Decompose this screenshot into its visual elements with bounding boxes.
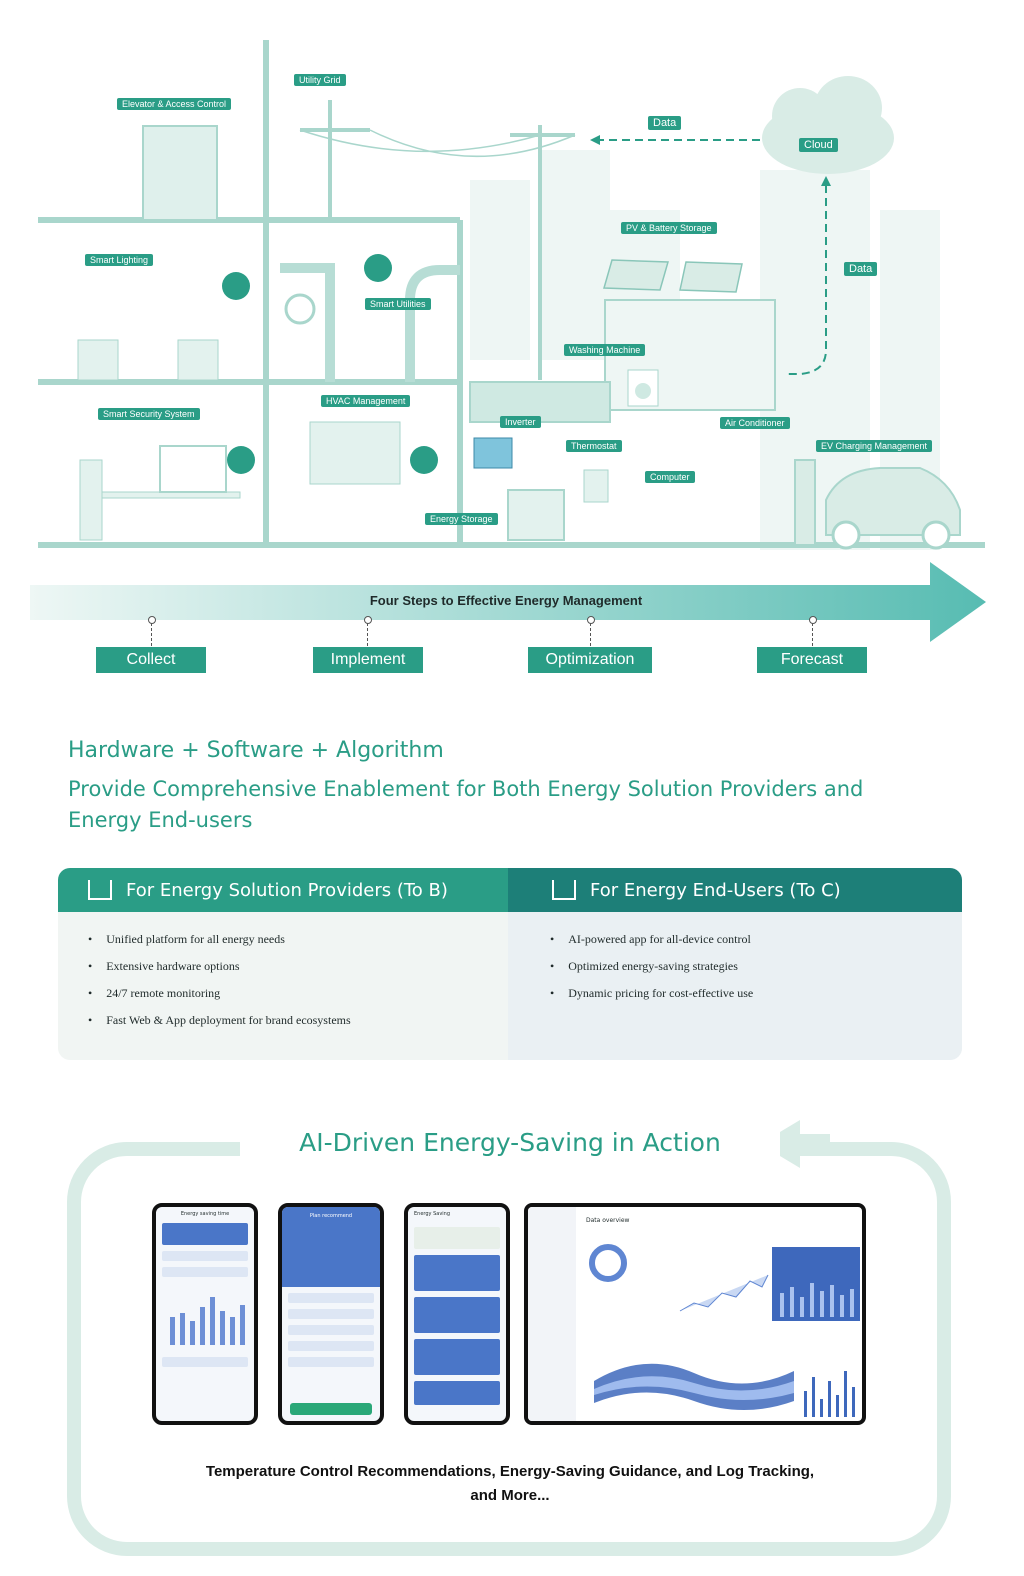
phone-screen-energy-saving: Energy Saving (404, 1203, 510, 1425)
list-item: Optimized energy-saving strategies (550, 959, 753, 986)
utility-grid-label: Utility Grid (294, 74, 346, 86)
list-item: Unified platform for all energy needs (88, 932, 351, 959)
washing-machine-label: Washing Machine (564, 344, 646, 356)
list-item: AI-powered app for all-device control (550, 932, 753, 959)
audience-panel: For Energy Solution Providers (To B) For… (58, 868, 962, 1060)
data-label-top: Data (648, 116, 682, 130)
screen-title: Energy saving time (180, 1211, 230, 1217)
smart-utilities-label: Smart Utilities (365, 298, 431, 310)
list-item: 24/7 remote monitoring (88, 986, 351, 1013)
loop-arrow-icon (760, 1120, 830, 1168)
hvac-label: HVAC Management (321, 395, 411, 407)
list-item: Fast Web & App deployment for brand ecos… (88, 1013, 350, 1040)
elevator-label: Elevator & Access Control (117, 98, 232, 110)
phone-screen-energy-time: Energy saving time (152, 1203, 258, 1425)
screen-title: Data overview (586, 1217, 630, 1224)
smart-security-label: Smart Security System (98, 408, 200, 420)
headline-line1: Hardware + Software + Algorithm (68, 738, 444, 763)
end-users-list: AI-powered app for all-device control Op… (550, 932, 753, 1013)
energy-storage-label: Energy Storage (425, 513, 498, 525)
step-connector (364, 616, 372, 646)
smart-building-illustration: Utility Grid Elevator & Access Control D… (0, 0, 1024, 560)
list-item: Dynamic pricing for cost-effective use (550, 986, 753, 1013)
providers-header: For Energy Solution Providers (To B) (58, 868, 508, 912)
apply-button (290, 1403, 372, 1415)
step-connector (587, 616, 595, 646)
providers-title: For Energy Solution Providers (To B) (126, 879, 448, 901)
check-box-icon (552, 880, 576, 900)
smart-lighting-label: Smart Lighting (85, 254, 154, 266)
step-optimization: Optimization (528, 647, 652, 673)
computer-label: Computer (645, 471, 695, 483)
dashboard-charts-graphic (589, 1244, 860, 1417)
bar-chart-graphic (170, 1297, 245, 1345)
end-users-header: For Energy End-Users (To C) (508, 868, 962, 912)
four-steps-arrow (30, 562, 986, 642)
ai-section-title: AI-Driven Energy-Saving in Action (240, 1125, 780, 1161)
cloud-label: Cloud (799, 138, 838, 152)
thermostat-label: Thermostat (566, 440, 622, 452)
four-steps-title: Four Steps to Effective Energy Managemen… (369, 593, 643, 608)
step-connector (809, 616, 817, 646)
data-label-right: Data (844, 262, 878, 276)
step-forecast: Forecast (757, 647, 867, 673)
air-conditioner-label: Air Conditioner (720, 417, 790, 429)
inverter-label: Inverter (500, 416, 541, 428)
providers-list: Unified platform for all energy needs Ex… (88, 932, 351, 1040)
pv-battery-label: PV & Battery Storage (621, 222, 717, 234)
end-users-title: For Energy End-Users (To C) (590, 879, 841, 901)
list-item: Extensive hardware options (88, 959, 351, 986)
screen-title: Plan recommend (309, 1213, 353, 1219)
ev-charging-label: EV Charging Management (816, 440, 933, 452)
step-connector (148, 616, 156, 646)
ai-section-caption: Temperature Control Recommendations, Ene… (205, 1463, 815, 1504)
desktop-dashboard-screen: Data overview (524, 1203, 866, 1425)
step-implement: Implement (313, 647, 423, 673)
screen-title: Energy Saving (414, 1211, 451, 1217)
check-box-icon (88, 880, 112, 900)
building-scene-graphic (38, 40, 985, 550)
headline-line2: Provide Comprehensive Enablement for Bot… (68, 777, 864, 832)
step-collect: Collect (96, 647, 206, 673)
phone-screen-plan-recommend: Plan recommend (278, 1203, 384, 1425)
